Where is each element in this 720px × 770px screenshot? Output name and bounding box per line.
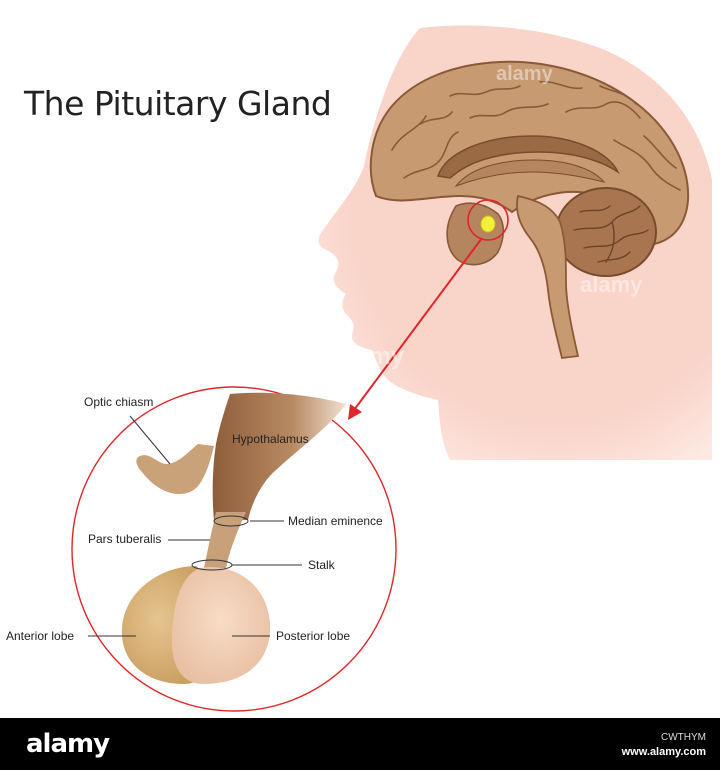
- site-url[interactable]: www.alamy.com: [621, 746, 706, 758]
- brainstem: [516, 194, 580, 359]
- label-anterior-lobe: Anterior lobe: [6, 629, 75, 643]
- temporal-lobe: [446, 202, 505, 266]
- diagram-svg: alamy alamy alamy: [71, 25, 712, 712]
- optic-chiasm-shape: [136, 444, 214, 495]
- watermark-group: alamy alamy alamy: [336, 63, 643, 370]
- label-stalk: Stalk: [308, 558, 335, 572]
- pointer-arrowhead: [348, 404, 362, 420]
- watermark-3: alamy: [336, 343, 405, 370]
- corpus-callosum: [437, 135, 620, 179]
- alamy-logo[interactable]: alamy: [26, 729, 110, 759]
- watermark-1: alamy: [496, 63, 554, 85]
- footer-bar: alamy CWTHYM www.alamy.com: [0, 718, 720, 770]
- fornix: [454, 159, 606, 188]
- brain-gyri: [391, 80, 681, 191]
- pituitary-highlight: [480, 215, 496, 233]
- median-eminence-ring: [213, 515, 249, 527]
- label-optic-chiasm: Optic chiasm: [84, 395, 154, 409]
- cerebellum: [555, 187, 657, 277]
- hypothalamus-shape: [212, 392, 346, 520]
- label-posterior-lobe: Posterior lobe: [276, 629, 351, 643]
- pituitary-highlight-circle: [467, 199, 509, 241]
- label-median-eminence: Median eminence: [288, 514, 383, 528]
- label-pars-tuberalis: Pars tuberalis: [88, 532, 162, 546]
- diagram-canvas: alamy alamy alamy The Pituitary Gland Op…: [6, 25, 712, 712]
- watermark-2: alamy: [580, 272, 643, 297]
- leader-lines: [88, 415, 302, 637]
- pointer-line: [353, 237, 483, 411]
- label-hypothalamus: Hypothalamus: [232, 432, 309, 446]
- posterior-lobe-shape: [171, 567, 271, 684]
- image-id: CWTHYM: [661, 732, 706, 743]
- diagram-title: The Pituitary Gland: [24, 84, 332, 123]
